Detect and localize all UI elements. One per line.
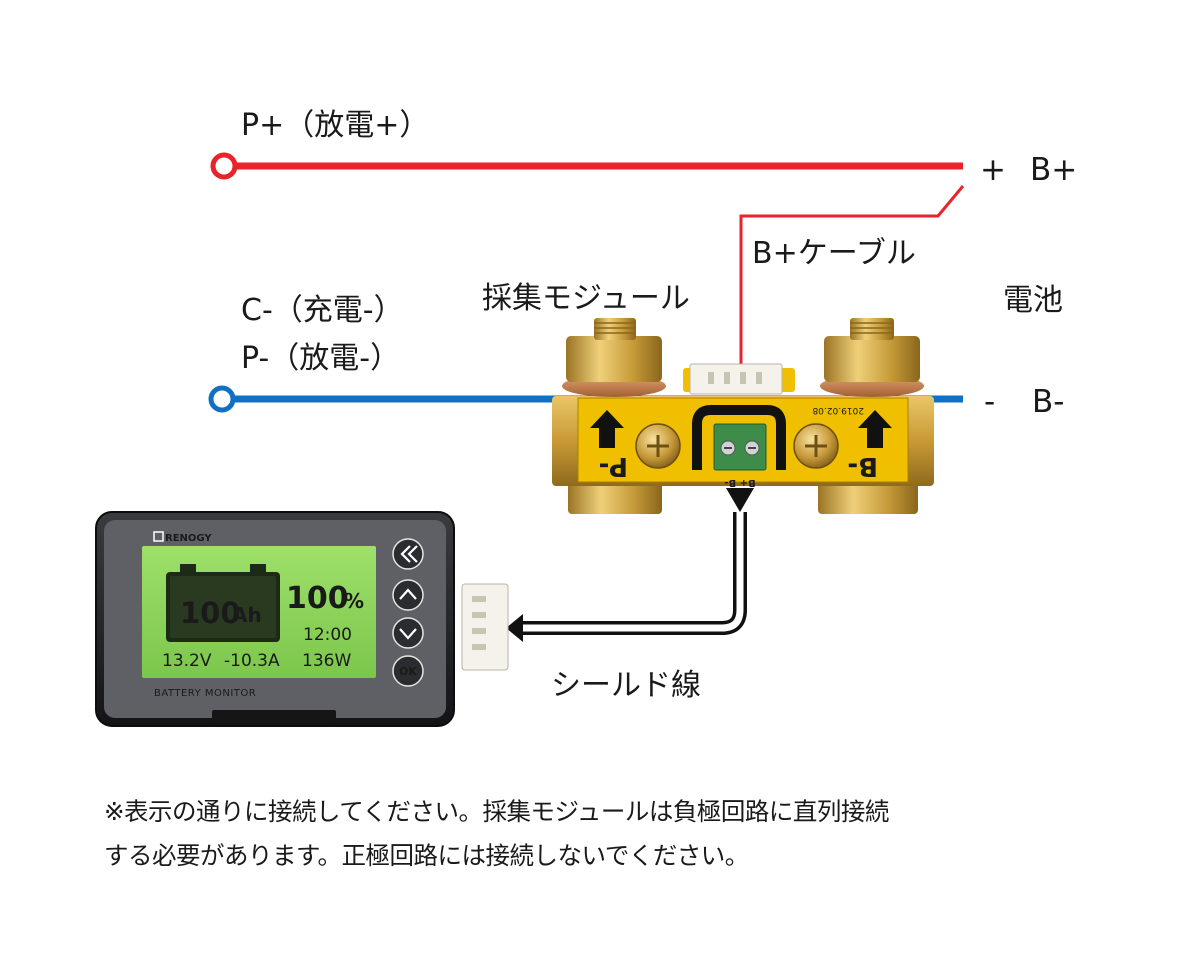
p-plus-label: P+（放電+） xyxy=(241,108,429,143)
c-minus-label: C-（充電-） xyxy=(241,293,404,328)
shunt-terminal-p-label: P- xyxy=(599,451,628,481)
b-plus-connector xyxy=(689,363,783,395)
connector-label: B+ B- xyxy=(724,477,755,488)
down-button[interactable] xyxy=(392,617,424,649)
brand-name: RENOGY xyxy=(165,533,212,544)
b-plus-label: B+ xyxy=(1030,152,1077,188)
b-plus-cable xyxy=(739,185,965,366)
battery-monitor: RENOGY 100 Ah 100 % 12:00 13.2V -10.3A 1… xyxy=(95,511,455,727)
percent-unit: % xyxy=(344,589,364,613)
double-chevron-left-icon xyxy=(400,545,418,563)
chevron-up-icon xyxy=(399,588,417,600)
note-line-1: ※表示の通りに接続してください。採集モジュールは負極回路に直列接続 xyxy=(104,797,889,826)
ok-label: OK xyxy=(399,665,417,678)
shunt-terminal-b-label: B- xyxy=(847,451,878,481)
arrow-up-icon xyxy=(858,410,892,448)
b-plus-cable-label: B+ケーブル xyxy=(752,236,916,271)
green-terminal-block xyxy=(713,423,767,471)
stud-left xyxy=(594,318,636,340)
battery-label: 電池 xyxy=(1003,283,1063,318)
shunt-date: 2019.02.08 xyxy=(812,405,864,415)
capacity-value: 100 xyxy=(180,596,241,630)
b-minus-sign: - xyxy=(984,384,995,420)
capacity-unit: Ah xyxy=(232,603,262,627)
chevron-down-icon xyxy=(399,628,417,640)
p-minus-terminal-icon xyxy=(208,385,236,413)
b-plus-sign: + xyxy=(980,152,1006,188)
shunt-module: P- B- 2019.02.08 B+ B- xyxy=(552,318,934,514)
p-minus-label: P-（放電-） xyxy=(241,341,400,376)
cable-plug-top-icon xyxy=(726,488,754,512)
p-plus-terminal-icon xyxy=(210,152,238,180)
cable-plug-left-icon xyxy=(506,614,523,642)
power-value: 136W xyxy=(302,651,351,671)
note-line-2: する必要があります。正極回路には接続しないでください。 xyxy=(104,841,749,870)
installation-note: ※表示の通りに接続してください。採集モジュールは負極回路に直列接続 する必要があ… xyxy=(104,790,1124,878)
stud-right xyxy=(850,318,894,340)
time-value: 12:00 xyxy=(303,625,352,645)
monitor-footer: BATTERY MONITOR xyxy=(154,688,256,699)
current-value: -10.3A xyxy=(224,651,280,671)
back-button[interactable] xyxy=(392,538,424,570)
up-button[interactable] xyxy=(392,579,424,611)
ok-button[interactable]: OK xyxy=(392,655,424,687)
brand-logo-icon xyxy=(153,531,164,542)
b-minus-label: B- xyxy=(1032,384,1064,420)
module-label: 採集モジュール xyxy=(482,281,690,316)
arrow-up-icon xyxy=(590,410,624,448)
percent-value: 100 xyxy=(286,581,349,616)
voltage-value: 13.2V xyxy=(162,651,212,671)
positive-wire xyxy=(210,152,965,366)
shield-cable xyxy=(461,488,754,671)
shield-cable-label: シールド線 xyxy=(551,668,701,703)
